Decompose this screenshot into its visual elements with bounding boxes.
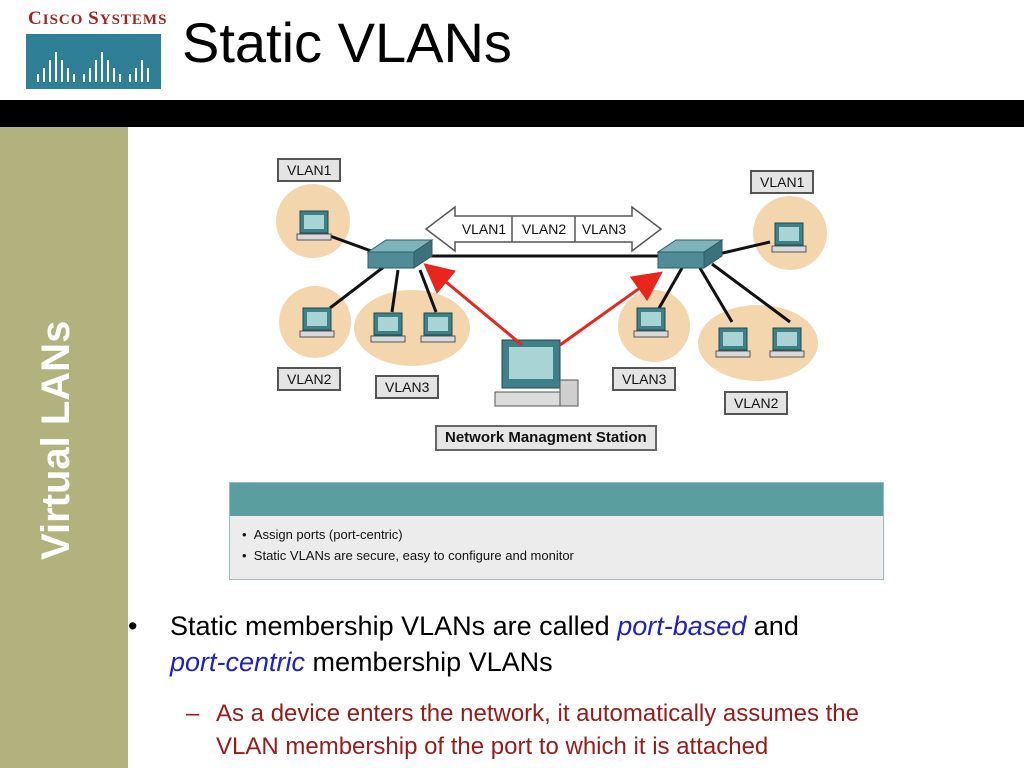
link <box>390 269 400 313</box>
vlan-label: VLAN2 <box>277 367 342 391</box>
pc-icon <box>370 312 406 343</box>
link <box>329 264 386 310</box>
switch-left <box>366 239 434 269</box>
bullet-text: Static membership VLANs are called port-… <box>170 611 799 677</box>
link <box>698 267 734 323</box>
bullet-marker: • <box>128 611 138 641</box>
vlan-label: VLAN1 <box>277 158 342 182</box>
trunk-label: VLAN3 <box>582 221 627 237</box>
pc-icon <box>771 222 807 253</box>
nms-pc <box>494 339 579 407</box>
sidebar-band <box>0 127 128 768</box>
slide-title: Static VLANs <box>182 11 512 74</box>
nms-label: Network Managment Station <box>435 425 657 451</box>
switch-right <box>656 239 724 269</box>
host-circle <box>698 305 818 381</box>
summary-panel-header <box>230 483 883 516</box>
mgmt-arrow <box>559 271 663 347</box>
trunk-label: VLAN1 <box>462 221 507 237</box>
pc-icon <box>715 327 751 358</box>
pc-icon <box>299 307 335 338</box>
trunk-label: VLAN2 <box>522 221 567 237</box>
mgmt-arrow <box>423 263 523 347</box>
sub-bullet-marker: – <box>186 700 200 727</box>
cisco-logo-text: CISCO SYSTEMS <box>28 8 168 29</box>
summary-list: • Assign ports (port-centric) • Static V… <box>242 524 574 566</box>
link <box>656 267 684 311</box>
cisco-logo-bars <box>26 34 161 89</box>
cisco-logo: CISCO SYSTEMS <box>24 8 172 89</box>
pc-icon <box>296 210 332 241</box>
list-item: • Assign ports (port-centric) <box>242 527 403 542</box>
pc-icon <box>769 327 805 358</box>
link <box>711 262 791 324</box>
vlan-label: VLAN3 <box>375 375 440 399</box>
pc-icon <box>420 312 456 343</box>
vlan-label: VLAN2 <box>724 391 789 415</box>
trunk-arrow <box>424 205 663 253</box>
title-divider-bar <box>0 100 1024 127</box>
host-circle <box>354 290 470 366</box>
pc-icon <box>633 307 669 338</box>
vlan-label: VLAN3 <box>612 367 677 391</box>
vlan-label: VLAN1 <box>750 170 815 194</box>
sub-bullet-text: As a device enters the network, it autom… <box>216 700 859 760</box>
summary-panel: • Assign ports (port-centric) • Static V… <box>229 482 884 580</box>
list-item: • Static VLANs are secure, easy to confi… <box>242 548 574 563</box>
